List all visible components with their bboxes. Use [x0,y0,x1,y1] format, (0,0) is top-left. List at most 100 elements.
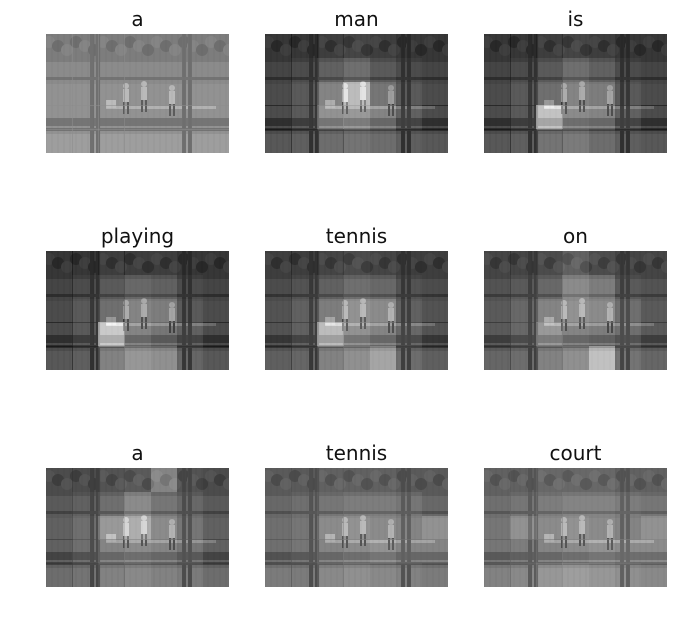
attention-cell [176,322,204,347]
attention-cell [72,539,99,564]
attention-cell [343,539,371,564]
attention-cell [291,57,318,83]
attention-cell [562,346,590,370]
attention-cell [588,346,616,370]
attention-cell [343,57,371,83]
attention-cell [421,34,448,59]
attention-cell [46,468,73,493]
attention-cell [265,251,292,276]
attention-cell [291,129,318,153]
attention-cell [421,322,448,347]
attention-cell [124,563,152,587]
attention-image [265,468,448,587]
attention-cell [98,346,125,370]
attention-cell [72,129,99,153]
attention-cell [640,322,667,347]
attention-cell [395,468,423,493]
attention-cell [562,251,590,276]
attention-cell [343,274,371,300]
attention-cell [98,539,125,564]
attention-cell [536,274,563,300]
attention-cell [614,251,642,276]
attention-cell [265,322,292,347]
attention-cell [562,468,590,493]
attention-cell [343,322,371,347]
attention-cell [640,34,667,59]
attention-cell [510,539,537,564]
attention-cell [510,251,537,276]
attention-cell [72,322,99,347]
attention-cell [98,515,125,540]
attention-cell [614,81,642,106]
attention-cell [150,515,178,540]
attention-cell [265,129,292,153]
attention-cell [484,274,511,300]
attention-cell [265,539,292,564]
attention-cell [265,81,292,106]
attention-cell [265,57,292,83]
attention-cell [484,298,511,323]
attention-cell [98,322,125,347]
attention-cell [291,539,318,564]
attention-image [46,468,229,587]
attention-cell [369,251,397,276]
attention-cell [46,346,73,370]
attention-cell [640,129,667,153]
attention-cell [176,491,204,517]
attention-cell [202,515,229,540]
attention-cell [395,491,423,517]
attention-cell [202,563,229,587]
attention-cell [150,322,178,347]
attention-cell [343,105,371,130]
attention-cell [124,515,152,540]
attention-cell [395,515,423,540]
attention-cell [343,129,371,153]
attention-cell [484,34,511,59]
attention-cell [421,274,448,300]
attention-cell [98,57,125,83]
attention-cell [317,34,344,59]
attention-cell [640,274,667,300]
attention-cell [421,81,448,106]
attention-cell [484,468,511,493]
attention-cell [421,563,448,587]
attention-cell [588,129,616,153]
attention-cell [265,515,292,540]
attention-cell [614,515,642,540]
attention-cell [343,251,371,276]
attention-cell [640,539,667,564]
attention-cell [369,34,397,59]
attention-cell [176,34,204,59]
attention-cell [72,515,99,540]
attention-cell [484,105,511,130]
attention-cell [640,515,667,540]
attention-cell [176,298,204,323]
attention-cell [562,274,590,300]
attention-cell [343,515,371,540]
attention-cell [640,468,667,493]
attention-cell [614,105,642,130]
attention-cell [317,298,344,323]
attention-cell [265,34,292,59]
attention-cell [202,105,229,130]
attention-cell [124,298,152,323]
attention-cell [536,563,563,587]
attention-cell [72,491,99,517]
attention-cell [536,491,563,517]
attention-cell [72,81,99,106]
attention-cell [588,81,616,106]
attention-cell [150,563,178,587]
attention-cell [124,105,152,130]
attention-cell [562,515,590,540]
attention-cell [72,298,99,323]
attention-cell [72,57,99,83]
attention-cell [176,539,204,564]
attention-cell [150,34,178,59]
attention-cell [562,34,590,59]
attention-cell [150,57,178,83]
panel-word-caption: man [334,7,379,31]
attention-cell [317,346,344,370]
attention-cell [640,346,667,370]
attention-image [265,251,448,370]
